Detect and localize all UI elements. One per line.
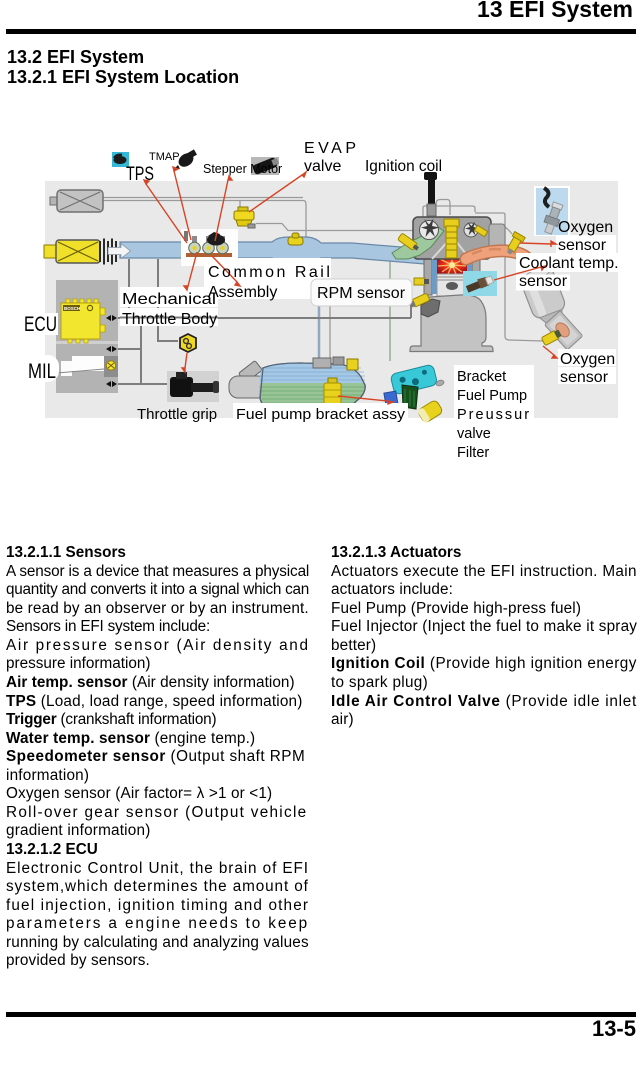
svg-text:sensor: sensor [519,273,568,290]
svg-text:Oxygen: Oxygen [560,351,615,368]
svg-text:valve: valve [304,158,341,175]
svg-text:Ignition coil: Ignition coil [365,158,442,175]
svg-text:Mechanical: Mechanical [122,291,216,308]
svg-text:Fuel Pump: Fuel Pump [457,388,527,404]
svg-text:valve: valve [457,426,491,442]
svg-text:Coolant temp.: Coolant temp. [519,255,619,272]
svg-text:sensor: sensor [558,237,607,254]
svg-text:Bracket: Bracket [457,369,506,385]
svg-text:BOSCH: BOSCH [64,306,80,311]
svg-text:Throttle Body: Throttle Body [122,311,217,328]
svg-text:MIL: MIL [28,360,56,383]
svg-text:TPS: TPS [126,164,154,185]
svg-text:Oxygen: Oxygen [558,219,613,236]
svg-text:ECU: ECU [24,313,57,336]
svg-text:Stepper Motor: Stepper Motor [203,162,282,176]
svg-text:Assembly: Assembly [208,284,277,301]
svg-text:RPM sensor: RPM sensor [317,285,406,302]
svg-text:Common Rail: Common Rail [208,264,332,281]
svg-text:TMAP: TMAP [149,151,180,163]
svg-text:Throttle grip: Throttle grip [137,406,217,423]
svg-text:sensor: sensor [560,369,609,386]
svg-text:EVAP: EVAP [304,140,360,157]
svg-text:Preussur: Preussur [457,407,531,423]
svg-text:Filter: Filter [457,445,489,461]
svg-text:Fuel pump bracket assy: Fuel pump bracket assy [236,406,406,423]
